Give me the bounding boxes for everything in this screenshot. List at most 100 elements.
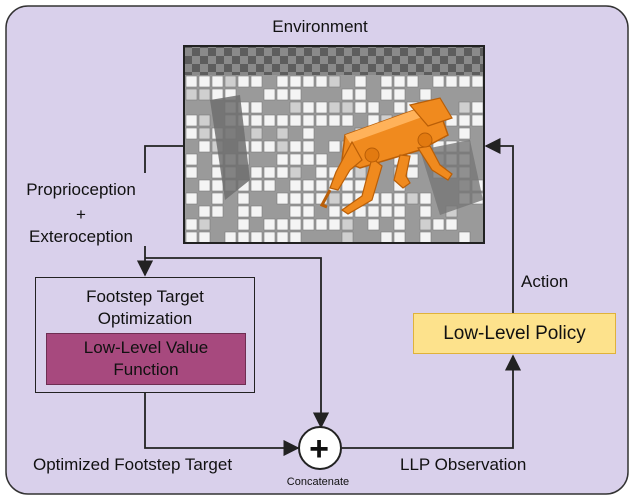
- terrain-tile: [302, 114, 315, 127]
- terrain-tile: [458, 101, 471, 114]
- terrain-tile: [185, 166, 198, 179]
- terrain-tile: [393, 88, 406, 101]
- terrain-tile: [276, 88, 289, 101]
- terrain-tile: [406, 192, 419, 205]
- terrain-tile: [263, 218, 276, 231]
- low-level-value-function-label: Low-Level Value Function: [47, 337, 245, 381]
- terrain-tile: [302, 153, 315, 166]
- terrain-tile: [250, 205, 263, 218]
- terrain-tile: [289, 218, 302, 231]
- terrain-tile: [315, 166, 328, 179]
- footstep-target-arrow: [144, 393, 300, 457]
- terrain-tile: [471, 114, 483, 127]
- concatenate-node: [298, 426, 342, 470]
- terrain-tile: [419, 88, 432, 101]
- llp-observation-label: LLP Observation: [400, 455, 527, 474]
- terrain-tile: [250, 75, 263, 88]
- terrain-tile: [185, 192, 198, 205]
- terrain-tile: [237, 192, 250, 205]
- terrain-tile: [289, 114, 302, 127]
- terrain-tile: [354, 101, 367, 114]
- terrain-tile: [393, 101, 406, 114]
- terrain-tile: [185, 153, 198, 166]
- terrain-tile: [289, 88, 302, 101]
- terrain-tile: [302, 192, 315, 205]
- terrain-tile: [458, 127, 471, 140]
- terrain-tile: [458, 231, 471, 242]
- terrain-tile: [406, 75, 419, 88]
- terrain-tile: [211, 75, 224, 88]
- terrain-tile: [289, 179, 302, 192]
- terrain-tile: [198, 114, 211, 127]
- terrain-tile: [302, 218, 315, 231]
- terrain-tile: [185, 218, 198, 231]
- terrain-tile: [198, 179, 211, 192]
- terrain-tile: [341, 179, 354, 192]
- terrain-tile: [419, 231, 432, 242]
- terrain-tile: [250, 231, 263, 242]
- terrain-tile: [276, 114, 289, 127]
- fto-title-line2: Optimization: [97, 309, 193, 328]
- terrain-tile: [380, 88, 393, 101]
- terrain-tile: [276, 127, 289, 140]
- terrain-tile: [289, 140, 302, 153]
- terrain-tile: [289, 192, 302, 205]
- terrain-tile: [341, 218, 354, 231]
- environment-frame: [183, 45, 485, 244]
- terrain-tile: [237, 75, 250, 88]
- action-arrow: [484, 137, 514, 313]
- action-label: Action: [521, 272, 569, 291]
- terrain-tile: [419, 192, 432, 205]
- terrain-tile: [315, 218, 328, 231]
- terrain-tile: [380, 75, 393, 88]
- terrain-tile: [328, 205, 341, 218]
- terrain-tile: [250, 114, 263, 127]
- terrain-tile: [406, 166, 419, 179]
- terrain-tile: [445, 218, 458, 231]
- footstep-target-optimization-title: Footstep Target Optimization: [36, 286, 254, 330]
- terrain-tile: [224, 231, 237, 242]
- terrain-tile: [393, 231, 406, 242]
- terrain-tile: [198, 88, 211, 101]
- terrain-tile: [198, 127, 211, 140]
- terrain-tile: [354, 166, 367, 179]
- terrain-tile: [458, 114, 471, 127]
- concatenate-plus-icon: +: [309, 430, 329, 468]
- terrain-tile: [263, 140, 276, 153]
- terrain-tile: [354, 75, 367, 88]
- terrain-tile: [198, 231, 211, 242]
- terrain-tile: [380, 205, 393, 218]
- exteroception-label: Exteroception: [29, 227, 133, 246]
- proprioception-label: Proprioception: [26, 180, 136, 199]
- terrain-tile: [302, 127, 315, 140]
- terrain-tile: [289, 231, 302, 242]
- terrain-tile: [458, 75, 471, 88]
- terrain-tile: [419, 205, 432, 218]
- terrain-tile: [276, 153, 289, 166]
- llv-line2: Function: [113, 360, 179, 379]
- terrain-tile: [445, 75, 458, 88]
- llp-observation-arrow: [342, 354, 522, 449]
- terrain-tile: [302, 205, 315, 218]
- terrain-tile: [276, 231, 289, 242]
- terrain-tile: [315, 179, 328, 192]
- low-level-value-function-box: Low-Level Value Function: [46, 333, 246, 385]
- low-level-policy-label: Low-Level Policy: [443, 323, 586, 344]
- terrain-tile: [432, 75, 445, 88]
- low-level-policy-box: Low-Level Policy: [413, 313, 616, 354]
- terrain-tile: [237, 218, 250, 231]
- terrain-tile: [250, 140, 263, 153]
- terrain-tile: [302, 101, 315, 114]
- terrain-tile: [263, 88, 276, 101]
- terrain-tile: [276, 166, 289, 179]
- terrain-tile: [328, 140, 341, 153]
- terrain-tile: [367, 218, 380, 231]
- terrain-tile: [471, 75, 483, 88]
- terrain-tile: [250, 101, 263, 114]
- terrain-tile: [328, 75, 341, 88]
- terrain-tile: [250, 179, 263, 192]
- terrain-tile: [393, 75, 406, 88]
- terrain-tile: [341, 231, 354, 242]
- terrain-tile: [471, 101, 483, 114]
- terrain-tile: [393, 205, 406, 218]
